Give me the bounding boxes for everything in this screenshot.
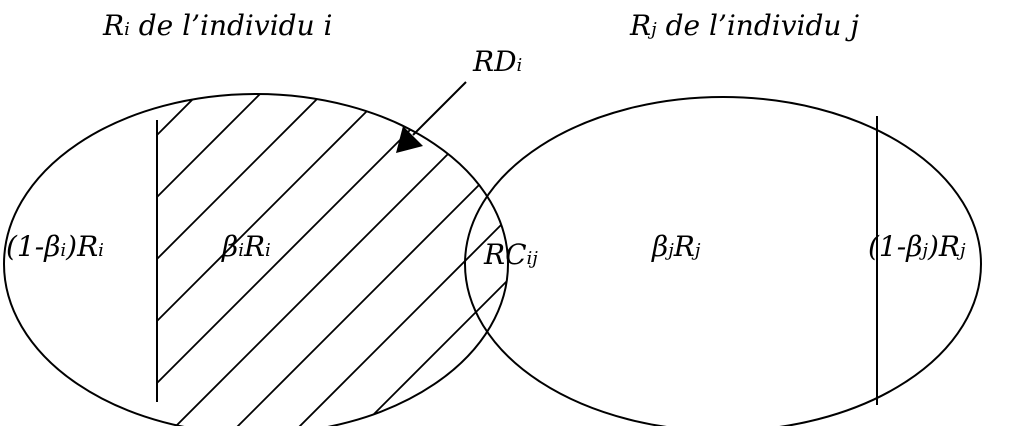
complement-i-label: (1-βi)Ri — [6, 230, 104, 263]
rc-label: RCij — [483, 238, 538, 271]
hatch-line — [157, 94, 419, 426]
hatch-line — [295, 94, 508, 426]
hatch-lines — [157, 94, 508, 426]
hatch-line — [157, 94, 481, 426]
set-i-ellipse — [3, 93, 509, 426]
rd-arrow-shaft — [412, 81, 467, 136]
set-j-title: Rj de l’individu j — [629, 9, 859, 42]
hatch-line — [157, 94, 295, 426]
beta-i-label: βiRi — [221, 230, 271, 263]
hatch-line — [357, 94, 508, 426]
complement-j-label: (1-βj)Rj — [868, 230, 966, 263]
hatch-line — [233, 94, 508, 426]
set-i-title: Ri de l’individu i — [102, 9, 332, 42]
rd-label: RDi — [472, 45, 522, 78]
set-j-ellipse — [464, 96, 982, 426]
hatch-line — [157, 94, 233, 426]
beta-j-label: βjRj — [651, 230, 701, 263]
rd-arrow-head — [396, 126, 423, 153]
hatch-line — [157, 94, 357, 426]
